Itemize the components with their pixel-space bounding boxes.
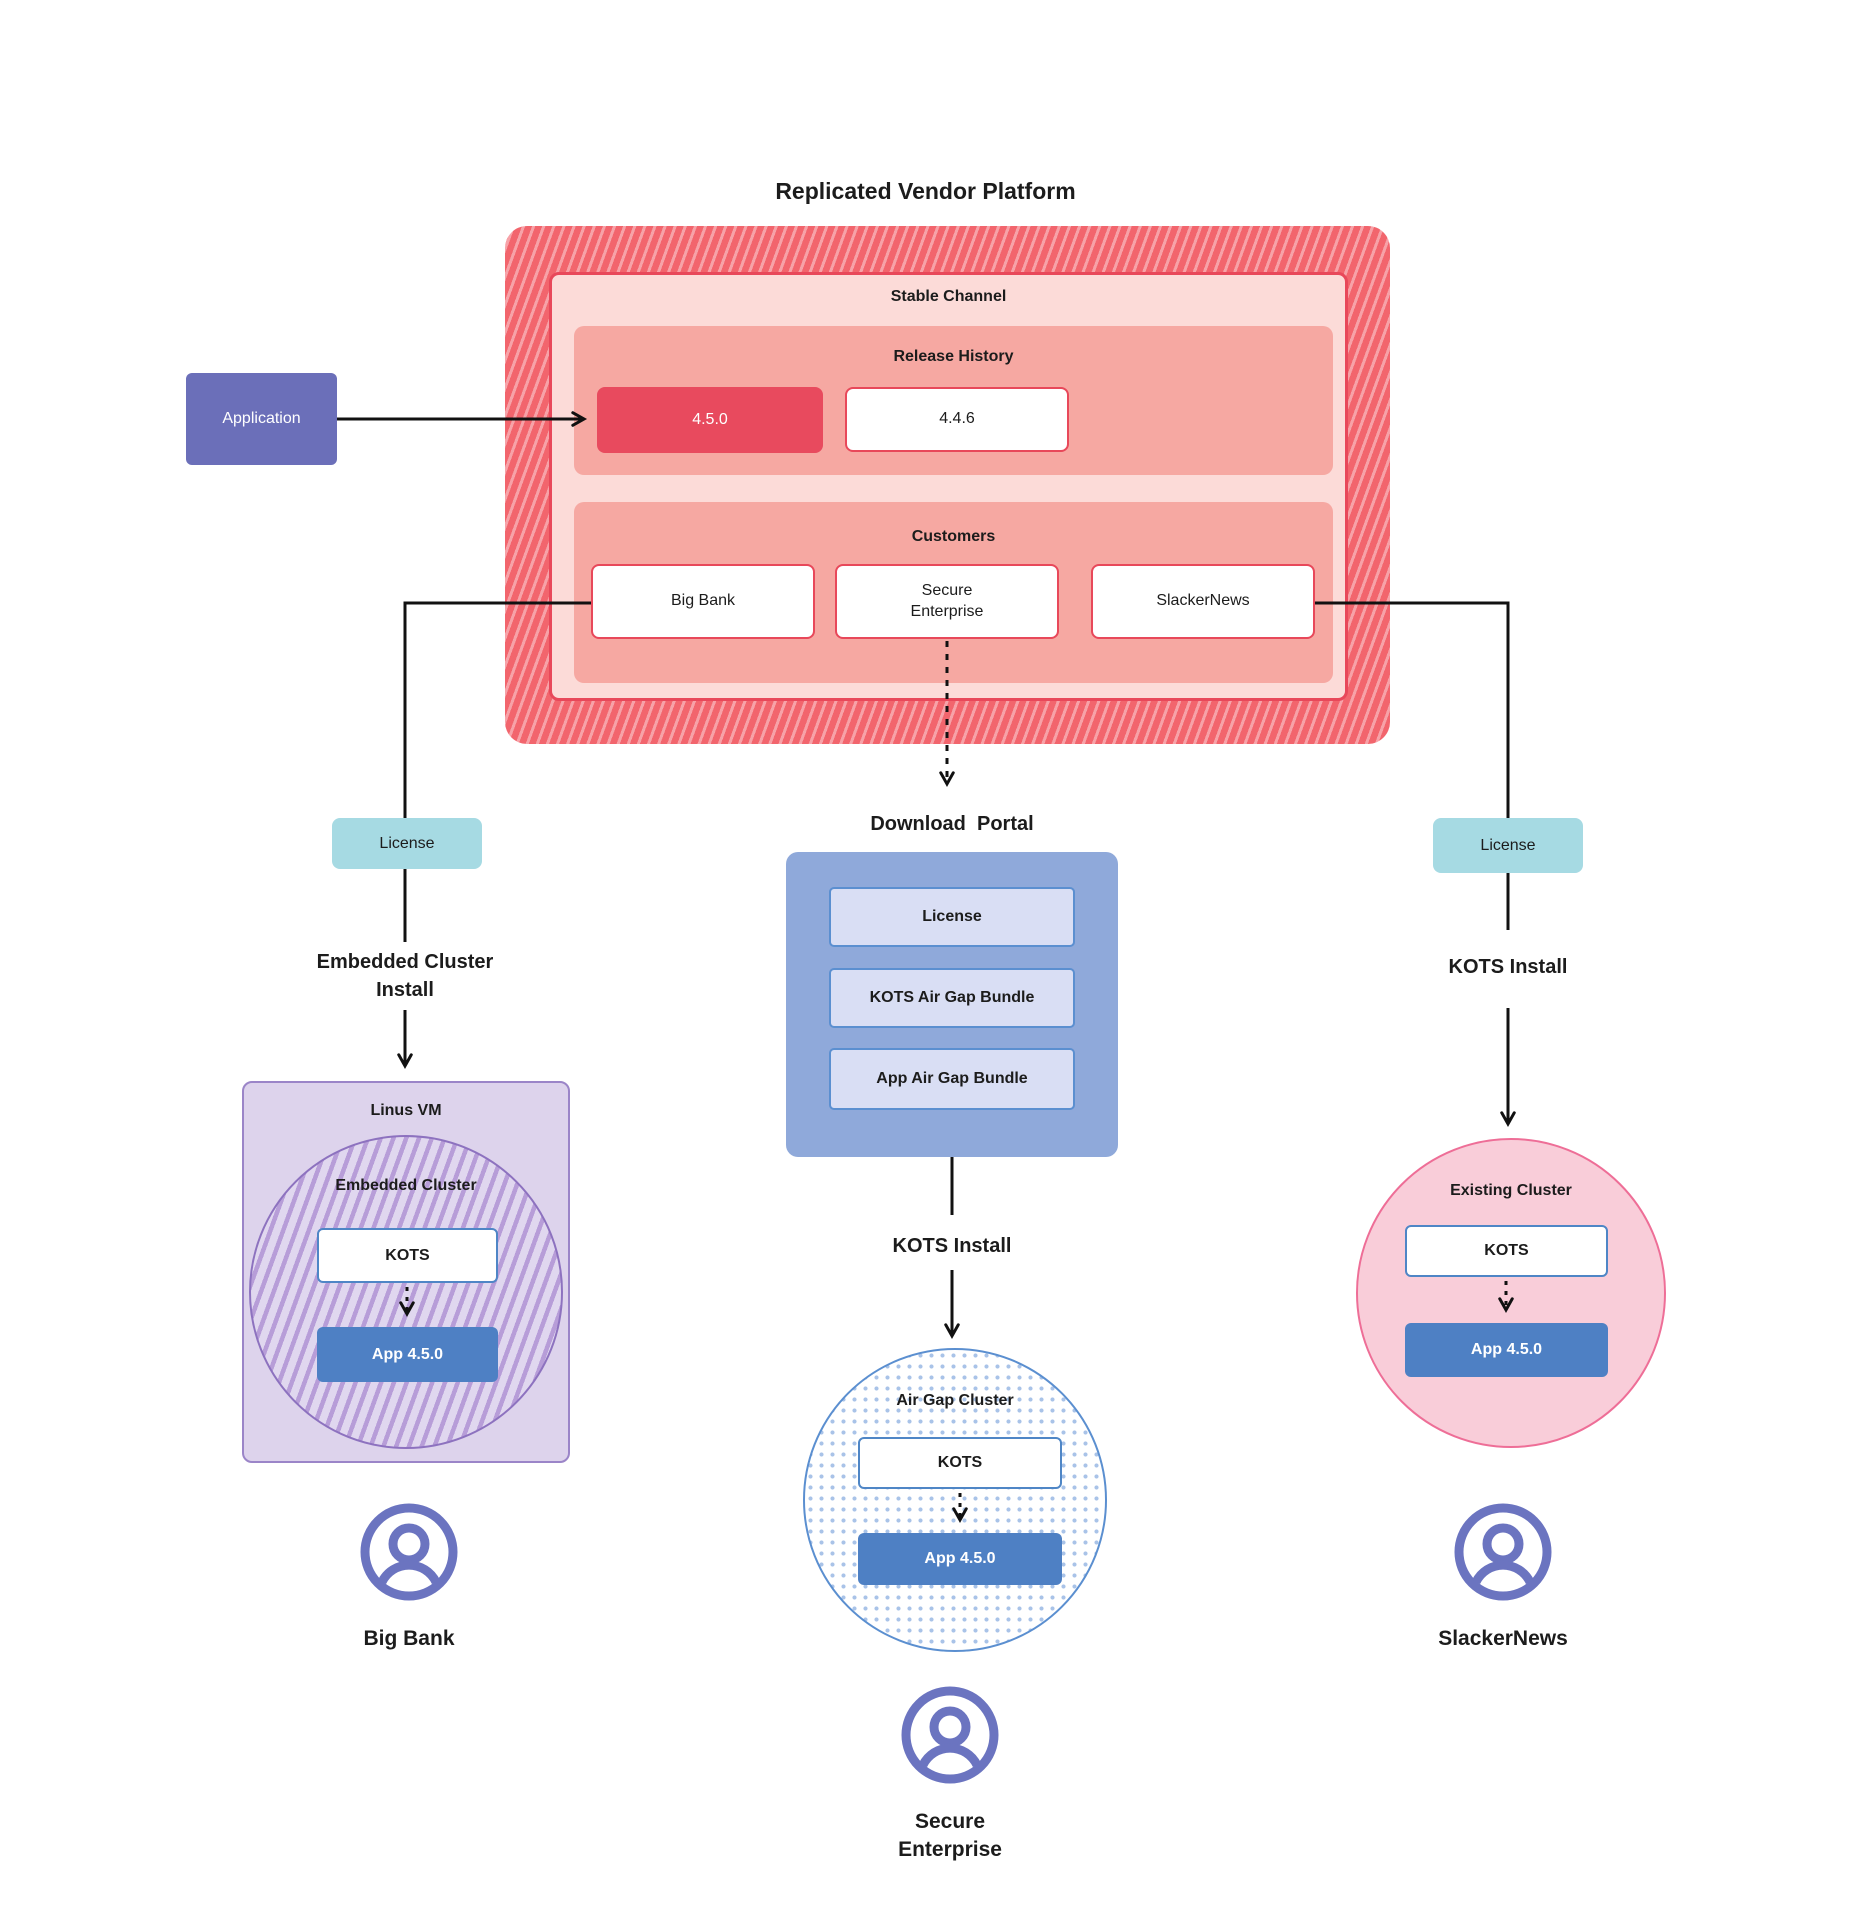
existing-cluster-circle (1356, 1138, 1666, 1448)
customer-secure-enterprise: Secure Enterprise (835, 564, 1059, 639)
existing-cluster-label: Existing Cluster (1450, 1182, 1572, 1199)
release-4-4-6: 4.4.6 (845, 387, 1069, 452)
diagram-title: Replicated Vendor Platform (775, 178, 1076, 204)
slackernews-user-icon (1454, 1503, 1552, 1601)
download-portal-label: Download Portal (870, 813, 1034, 835)
air-gap-cluster-label: Air Gap Cluster (896, 1392, 1014, 1409)
air-gap-cluster-circle (803, 1348, 1107, 1652)
kots-install-label-right: KOTS Install (1448, 956, 1568, 978)
customer-big-bank: Big Bank (591, 564, 815, 639)
app-box-center: App 4.5.0 (858, 1533, 1062, 1585)
big-bank-person-label: Big Bank (363, 1627, 455, 1650)
linus-vm-title: Linus VM (370, 1102, 442, 1119)
portal-item-license: License (829, 887, 1075, 947)
kots-box-left: KOTS (317, 1228, 498, 1283)
license-chip-right: License (1433, 818, 1583, 873)
license-chip-left: License (332, 818, 482, 869)
embedded-cluster-install-label: Embedded Cluster Install (316, 951, 494, 1001)
portal-item-app-airgap-bundle: App Air Gap Bundle (829, 1048, 1075, 1110)
secure-enterprise-person-label: Secure Enterprise (898, 1810, 1002, 1862)
application-box: Application (186, 373, 337, 465)
kots-box-center: KOTS (858, 1437, 1062, 1489)
app-box-left: App 4.5.0 (317, 1327, 498, 1382)
stable-channel-label: Stable Channel (890, 288, 1007, 305)
customers-label: Customers (911, 528, 996, 545)
kots-box-right: KOTS (1405, 1225, 1608, 1277)
embedded-cluster-label: Embedded Cluster (335, 1177, 477, 1194)
portal-item-kots-airgap-bundle: KOTS Air Gap Bundle (829, 968, 1075, 1028)
release-4-5-0: 4.5.0 (597, 387, 823, 453)
kots-install-label-center: KOTS Install (892, 1235, 1012, 1257)
big-bank-user-icon (360, 1503, 458, 1601)
secure-enterprise-user-icon (901, 1686, 999, 1784)
slackernews-person-label: SlackerNews (1438, 1627, 1568, 1650)
release-history-label: Release History (893, 348, 1014, 365)
customer-slackernews: SlackerNews (1091, 564, 1315, 639)
app-box-right: App 4.5.0 (1405, 1323, 1608, 1377)
